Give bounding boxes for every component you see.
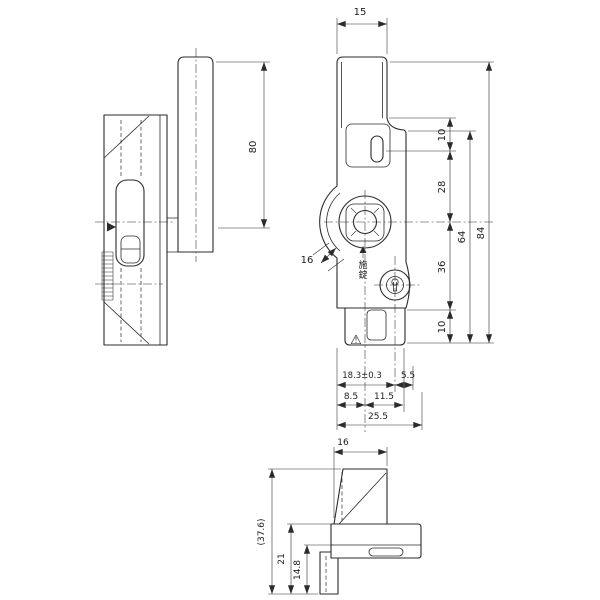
keeper-view: 16 (37.6) 21 14.8: [257, 438, 422, 595]
keeper-wedge-outline: [333, 468, 388, 525]
right-extension-lines: [386, 61, 494, 344]
keeper-body-slot: [368, 547, 404, 557]
dim-handle-height-label: 80: [248, 141, 259, 154]
front-bottom-block: [344, 308, 406, 346]
dim-hole-offset-bottom-label: 10: [437, 321, 448, 334]
front-upper-plate: [345, 123, 391, 168]
keeper-dim-body-height-label: 21: [277, 553, 287, 564]
front-body-outline: [319, 56, 411, 309]
side-view: 80: [95, 48, 270, 346]
front-view: ⚠ 施 錠 15 10 28 36 10 64 84 16: [301, 7, 494, 432]
dim-base-11-5-label: 11.5: [374, 392, 394, 402]
keeper-hook-outline: [319, 551, 339, 595]
dim-lower-label: 36: [437, 261, 448, 274]
dim-span-64-label: 64: [457, 231, 468, 244]
dim-base-5-5-label: 5.5: [401, 371, 415, 381]
dim-top-width-label: 15: [354, 7, 367, 18]
side-spring-hatch: [101, 251, 114, 301]
dim-total-height-label: 84: [476, 227, 487, 240]
dim-15-extension-lines: [336, 18, 388, 54]
keeper-body-outline: [330, 523, 422, 559]
bottom-extension-lines: [336, 348, 423, 430]
lock-label-char-1: 施: [358, 259, 367, 271]
dim-base-total-label: 25.5: [368, 412, 388, 422]
side-handle-outline: [177, 56, 214, 253]
keeper-left-extensions: [268, 468, 341, 595]
dim-16-line: [320, 247, 337, 264]
side-hidden-lines: [120, 120, 142, 342]
lock-direction-arrow-icon: [359, 246, 367, 253]
side-handle-pivot-lines: [167, 217, 178, 253]
dim-80-extension-lines: [216, 61, 270, 229]
dim-hole-offset-top-label: 10: [437, 129, 448, 142]
front-mounting-slot: [370, 135, 384, 163]
keeper-dim-width-label: 16: [337, 438, 349, 448]
front-center-lines: [324, 190, 494, 432]
side-plate-outline: [103, 114, 168, 346]
keeper-dim-lip-height-label: 14.8: [293, 560, 303, 580]
pointer-arrow-icon: [107, 222, 116, 232]
dim-16-tick-lines: [312, 242, 345, 272]
side-plate-chamfers: [103, 115, 150, 345]
keeper-wedge-inner: [338, 472, 387, 525]
lock-label-char-2: 錠: [358, 269, 367, 281]
side-center-lines: [95, 221, 174, 285]
keeper-dim-16-extensions: [333, 447, 388, 518]
side-slot: [115, 179, 145, 267]
dim-base-18-3-label: 18.3±0.3: [342, 371, 382, 381]
side-slot-hook: [120, 235, 141, 264]
warning-icon: ⚠: [350, 333, 362, 348]
front-bottom-slot: [366, 309, 387, 341]
dim-upper-label: 28: [437, 181, 448, 194]
front-handle-inner-edges: [341, 62, 383, 128]
dim-base-8-5-label: 8.5: [344, 392, 358, 402]
keeper-dim-total-height-label: (37.6): [257, 518, 267, 545]
dim-cam-throw-label: 16: [301, 255, 314, 266]
front-rotor-ticks: [350, 207, 380, 237]
